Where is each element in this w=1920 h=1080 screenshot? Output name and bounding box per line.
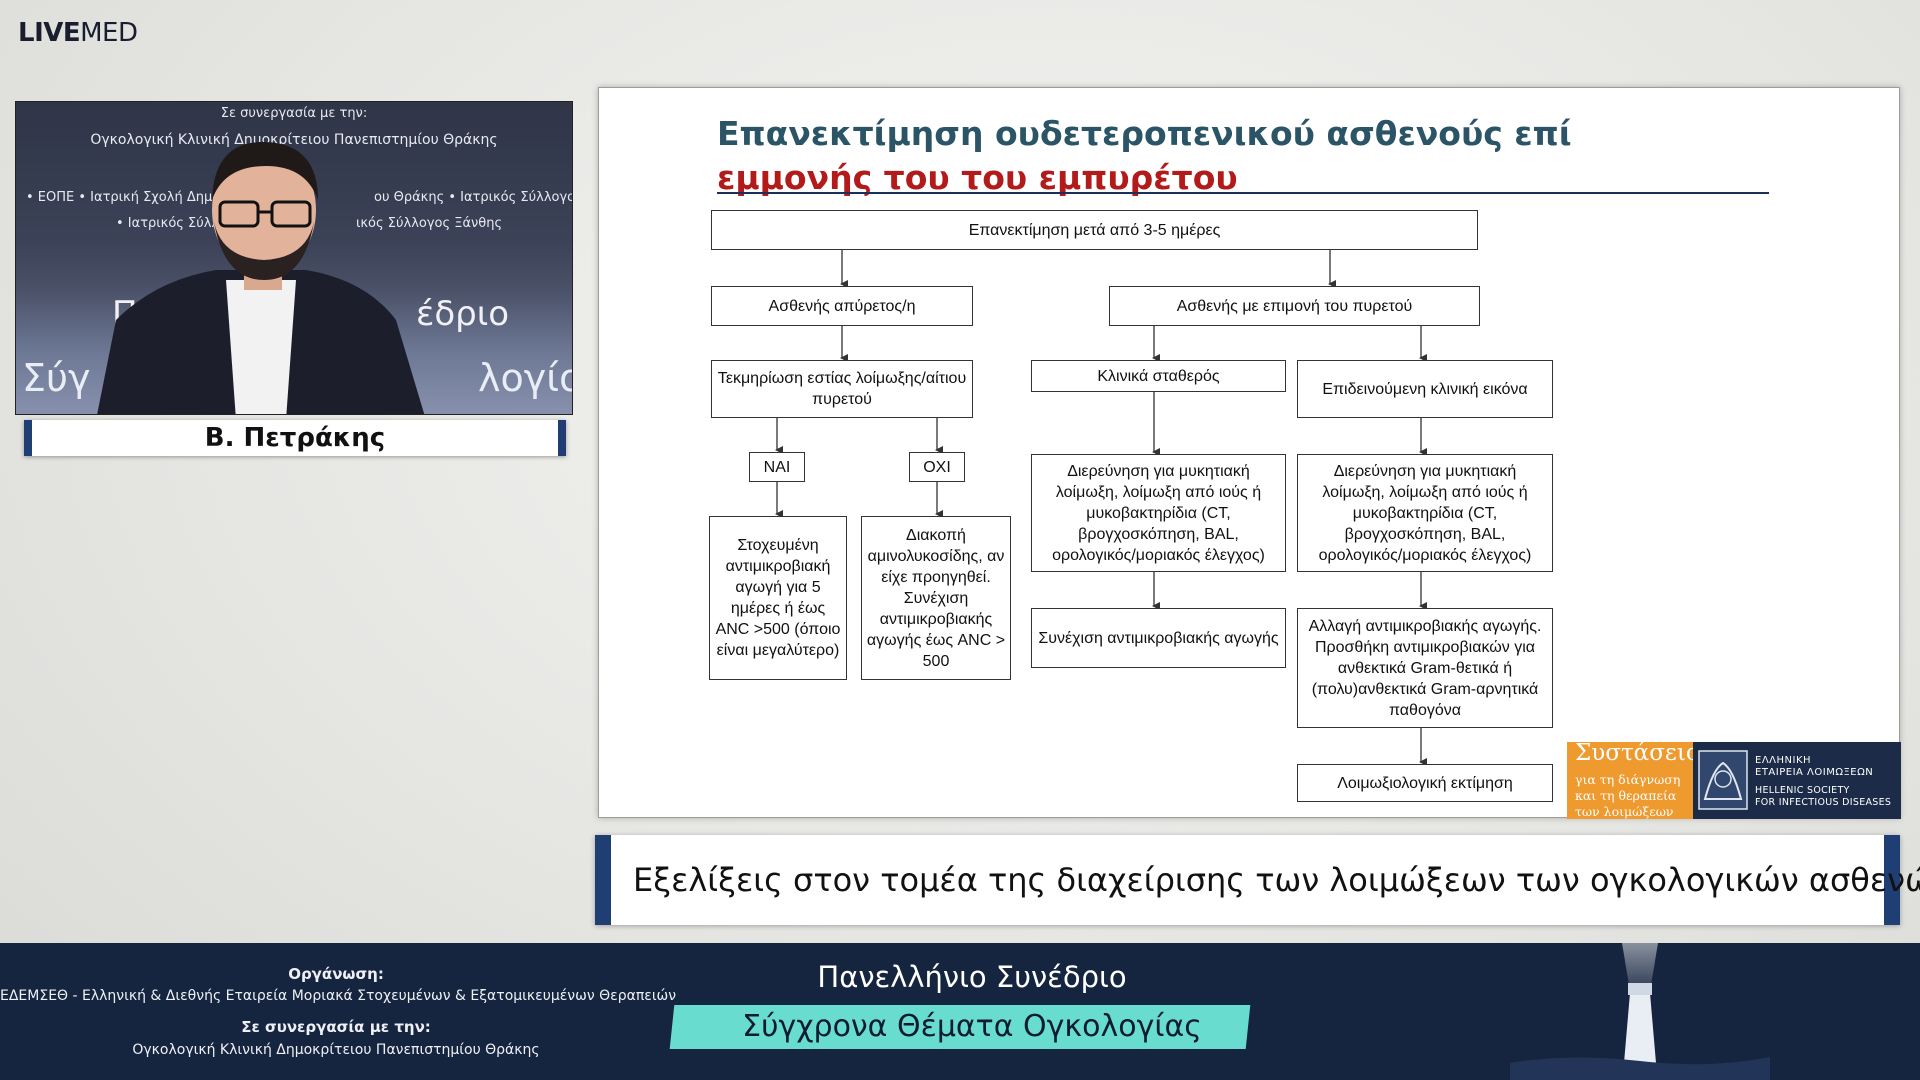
footer-collab-text: Ογκολογική Κλινική Δημοκρίτειου Πανεπιστ… <box>132 1042 540 1058</box>
speaker-figure <box>97 141 425 414</box>
livemed-logo: LIVEMED <box>18 18 138 48</box>
badge-line: για τη διάγνωση <box>1575 772 1681 787</box>
flow-afebrile: Ασθενής απύρετος/η <box>711 286 973 326</box>
cam-banner-line: • Ιατρικός Σύλλογ <box>116 216 235 231</box>
badge-title: Συστάσεις <box>1575 740 1699 766</box>
flow-targeted: Στοχευμένη αντιμικροβιακή αγωγή για 5 ημ… <box>709 516 847 680</box>
society-english: HELLENIC SOCIETY FOR INFECTIOUS DISEASES <box>1755 785 1891 809</box>
speaker-name-bar: Β. Πετράκης <box>24 420 566 456</box>
footer-collab-heading: Σε συνεργασία με την: <box>241 1018 431 1036</box>
title-underline <box>717 192 1769 194</box>
flow-febrile: Ασθενής με επιμονή του πυρετού <box>1109 286 1480 326</box>
society-english-line: HELLENIC SOCIETY <box>1755 785 1850 796</box>
cam-banner-line: Σε συνεργασία με την: <box>220 106 368 121</box>
flowchart-connectors <box>775 250 1427 766</box>
cam-banner-line: Ογκολογική Κλινική Δημοκρίτειου Πανεπιστ… <box>90 132 498 148</box>
society-greek-line: ΕΛΛΗΝΙΚΗ <box>1755 755 1812 766</box>
flow-yes: ΝΑΙ <box>749 452 805 482</box>
flow-stop: Διακοπή αμινολυκοσίδης, αν είχε προηγηθε… <box>861 516 1011 680</box>
badge-line: των λοιμώξεων <box>1575 804 1674 819</box>
flow-id-consult: Λοιμωξιολογική εκτίμηση <box>1297 764 1553 802</box>
flow-documented: Τεκμηρίωση εστίας λοίμωξης/αίτιου πυρετο… <box>711 360 973 418</box>
conference-theme: Σύγχρονα Θέματα Ογκολογίας <box>742 1009 1202 1044</box>
flow-investigate-worse: Διερεύνηση για μυκητιακή λοίμωξη, λοίμωξ… <box>1297 454 1553 572</box>
session-title-bar: Εξελίξεις στον τομέα της διαχείρισης των… <box>595 835 1920 925</box>
flow-root: Επανεκτίμηση μετά από 3-5 ημέρες <box>711 210 1478 250</box>
speaker-video: Σε συνεργασία με την: Ογκολογική Κλινική… <box>15 101 573 415</box>
cam-big-text: έδριο <box>416 294 510 334</box>
flow-stable: Κλινικά σταθερός <box>1031 360 1286 392</box>
flow-change: Αλλαγή αντιμικροβιακής αγωγής. Προσθήκη … <box>1297 608 1553 728</box>
footer-org-text: ΕΔΕΜΣΕΘ - Ελληνική & Διεθνής Εταιρεία Μο… <box>0 988 677 1004</box>
society-greek: ΕΛΛΗΝΙΚΗ ΕΤΑΙΡΕΙΑ ΛΟΙΜΩΞΕΩΝ <box>1755 755 1873 779</box>
flow-no: ΟΧΙ <box>909 452 965 482</box>
cam-big-text: λογίο <box>478 356 573 400</box>
presentation-slide: Επανεκτίμηση ουδετεροπενικού ασθενούς επ… <box>598 87 1901 820</box>
society-greek-line: ΕΤΑΙΡΕΙΑ ΛΟΙΜΩΞΕΩΝ <box>1755 767 1874 778</box>
logo-bold: LIVE <box>18 18 81 48</box>
slide-title-line2: εμμονής του του εμπυρέτου <box>717 158 1238 197</box>
guidelines-badge: Συστάσεις για τη διάγνωση και τη θεραπεί… <box>1567 740 1699 820</box>
footer-org-heading: Οργάνωση: <box>288 965 384 983</box>
slide-title-line1: Επανεκτίμηση ουδετεροπενικού ασθενούς επ… <box>717 114 1572 153</box>
badge-subtitle: για τη διάγνωση και τη θεραπεία των λοιμ… <box>1575 772 1680 820</box>
flow-investigate-stable: Διερεύνηση για μυκητιακή λοίμωξη, λοίμωξ… <box>1031 454 1286 572</box>
cam-banner-line: ου Θράκης • Ιατρικός Σύλλογος Τ <box>374 190 573 205</box>
conference-name: Πανελλήνιο Συνέδριο <box>817 960 1127 994</box>
badge-line: και τη θεραπεία <box>1575 788 1677 803</box>
cam-banner-line: ικός Σύλλογος Ξάνθης <box>356 216 503 231</box>
society-english-line: FOR INFECTIOUS DISEASES <box>1755 797 1892 808</box>
logo-rest: MED <box>80 18 138 48</box>
flow-continue: Συνέχιση αντιμικροβιακής αγωγής <box>1031 608 1286 668</box>
cam-big-text: Σύγ <box>22 356 91 400</box>
flow-worsening: Επιδεινούμενη κλινική εικόνα <box>1297 360 1553 418</box>
conference-footer: Οργάνωση: ΕΔΕΜΣΕΘ - Ελληνική & Διεθνής Ε… <box>0 943 1920 1080</box>
cam-banner-line: • ΕΟΠΕ • Ιατρική Σχολή Δημοκριτε <box>26 190 256 205</box>
society-logo: ΕΛΛΗΝΙΚΗ ΕΤΑΙΡΕΙΑ ΛΟΙΜΩΞΕΩΝ HELLENIC SOC… <box>1693 742 1901 819</box>
society-emblem-icon <box>1698 750 1748 810</box>
lighthouse-icon <box>1510 943 1770 1080</box>
